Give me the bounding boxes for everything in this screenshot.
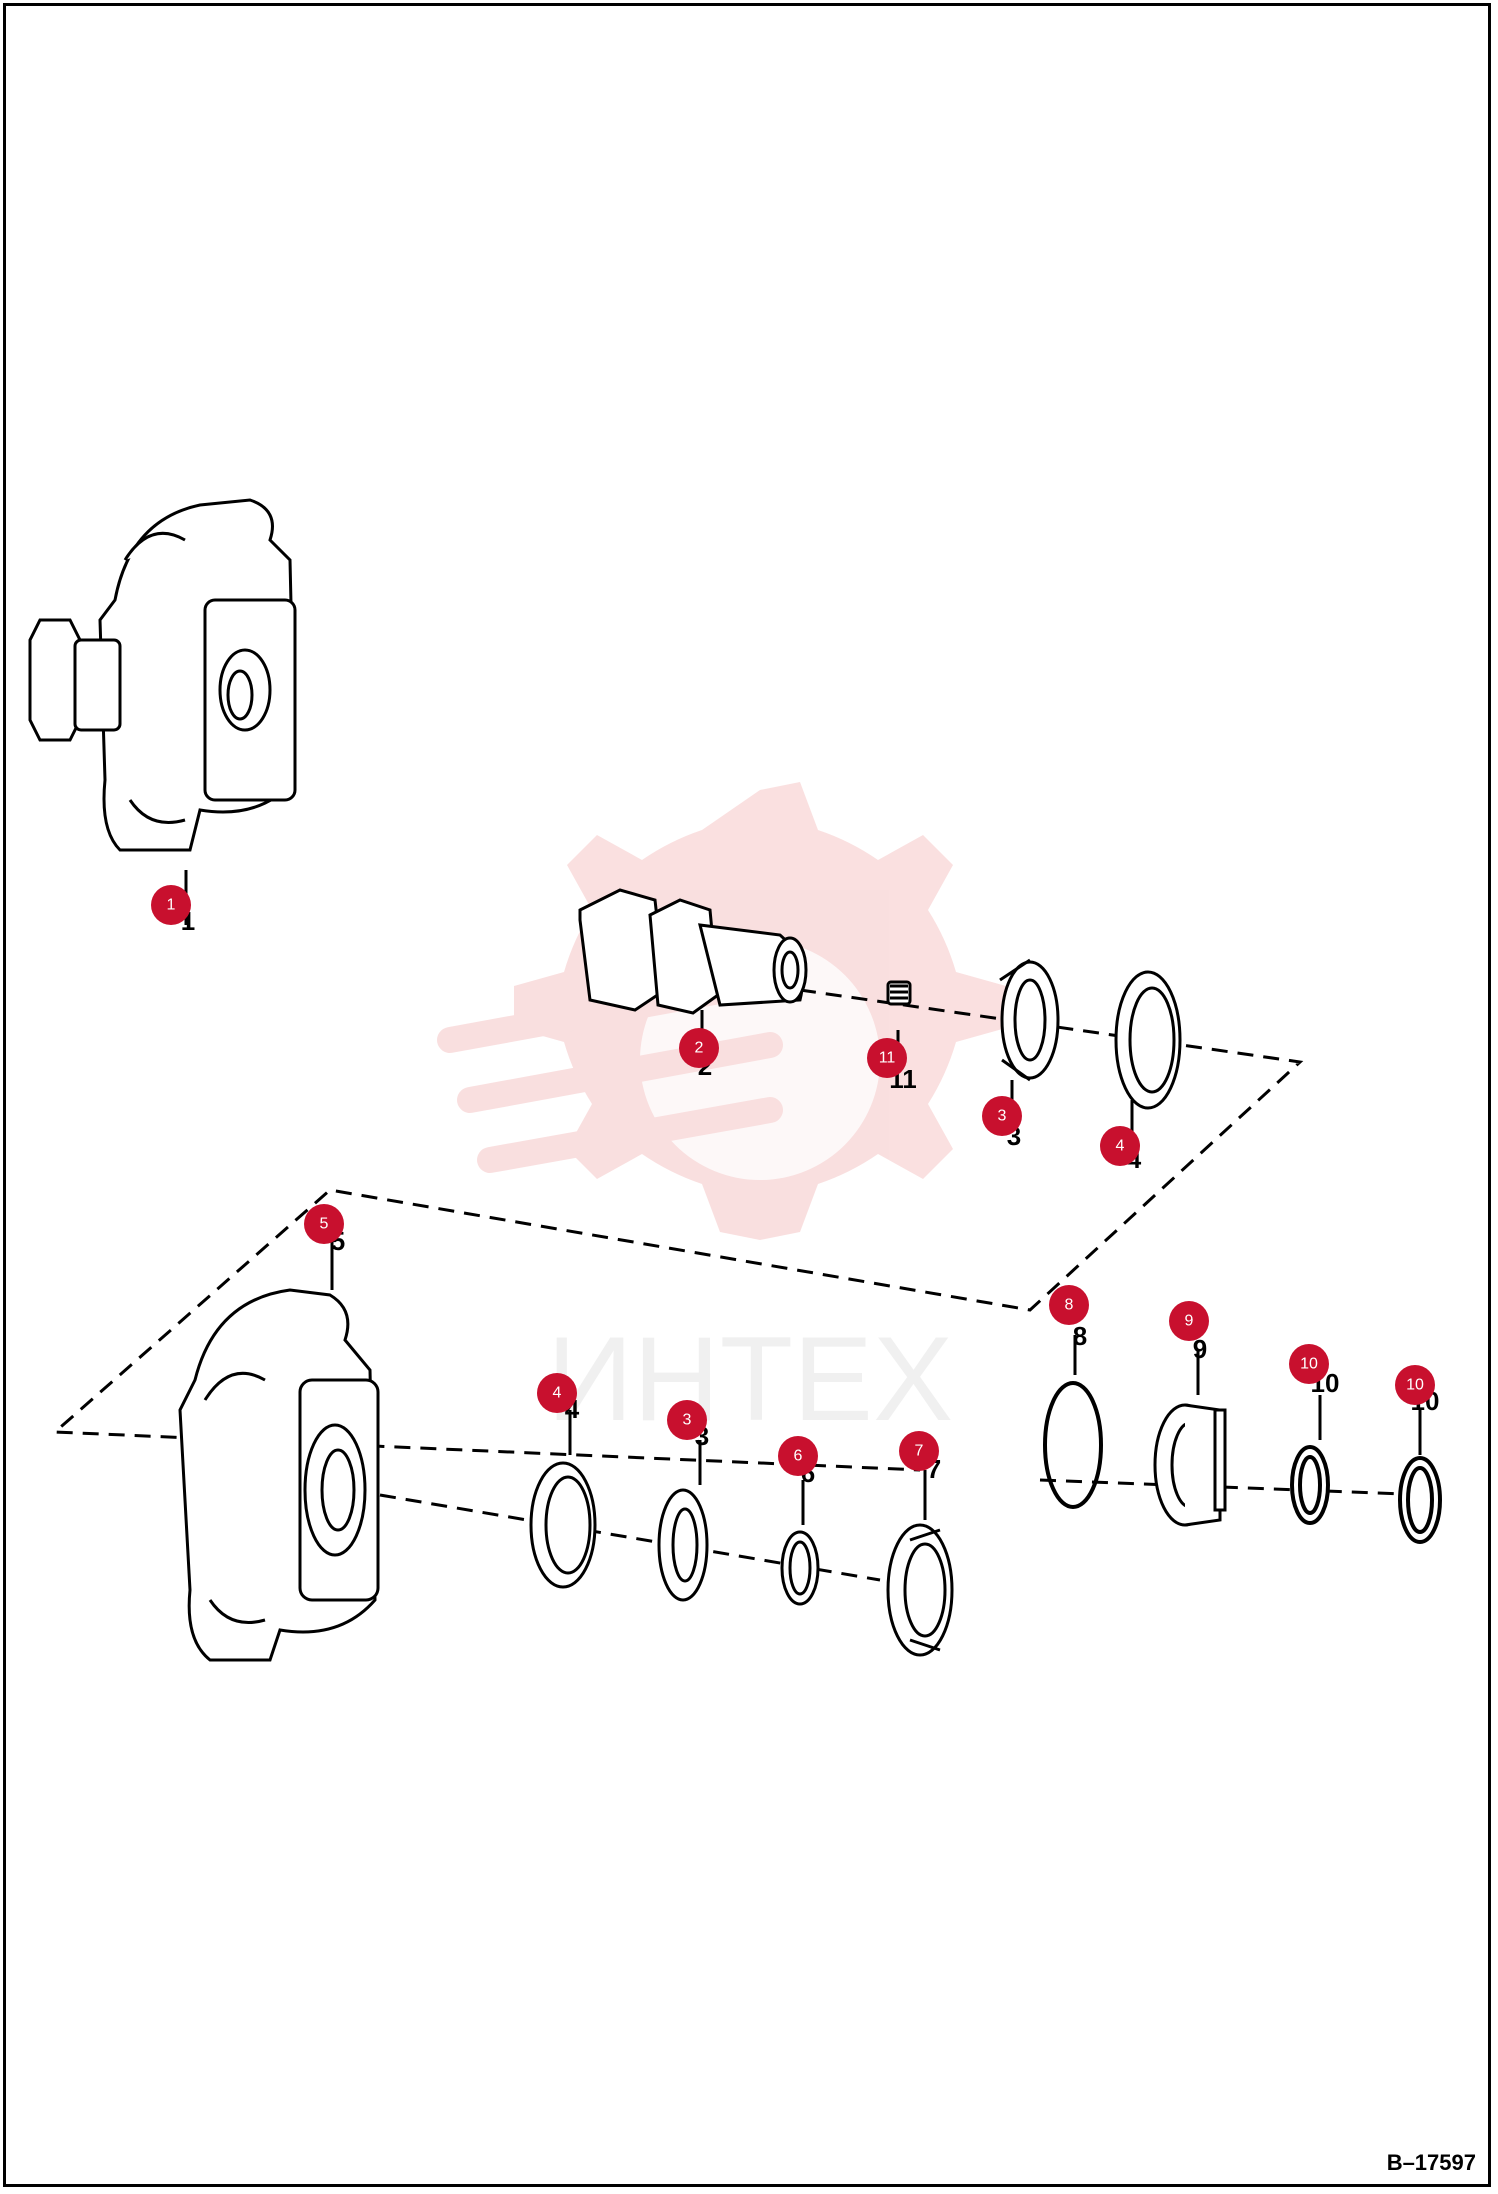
svg-text:10: 10 [1406, 1377, 1424, 1394]
callout-9[interactable]: 9 [1169, 1301, 1209, 1341]
callout-7[interactable]: 7 [899, 1431, 939, 1471]
part-3-bearing-cone-upper [999, 958, 1060, 1082]
part-6-o-ring [780, 1530, 820, 1606]
part-4-bearing-cup-upper [1114, 970, 1182, 1110]
svg-text:2: 2 [695, 1040, 704, 1057]
svg-text:4: 4 [1116, 1138, 1125, 1155]
callout-2[interactable]: 2 [679, 1028, 719, 1068]
svg-text:11: 11 [879, 1050, 896, 1067]
part-2-shaft-sprocket [578, 888, 808, 1015]
svg-text:6: 6 [794, 1448, 803, 1465]
drawing-reference-code: B–17597 [1386, 2150, 1476, 2175]
callout-8[interactable]: 8 [1049, 1285, 1089, 1325]
svg-text:3: 3 [998, 1108, 1007, 1125]
callout-markers[interactable]: 1 2 11 3 4 5 8 9 10 10 4 3 6 7 [151, 885, 1435, 1476]
part-10-ring-b [1398, 1456, 1442, 1544]
svg-text:8: 8 [1065, 1297, 1074, 1314]
part-7-seal [886, 1523, 954, 1657]
part-5-housing [178, 1288, 380, 1662]
watermark-text: ИНТЕХ [547, 1312, 953, 1446]
part-10-ring-a [1290, 1445, 1330, 1525]
callout-1[interactable]: 1 [151, 885, 191, 925]
watermark-logo: ИНТЕХ [437, 782, 1006, 1446]
callout-4-lower[interactable]: 4 [537, 1373, 577, 1413]
drawing-frame [3, 3, 1491, 2187]
callout-5[interactable]: 5 [304, 1204, 344, 1244]
part-number-8: 8 [1073, 1321, 1087, 1351]
svg-text:7: 7 [915, 1443, 924, 1460]
callout-6[interactable]: 6 [778, 1436, 818, 1476]
part-11-spring [886, 980, 912, 1006]
callout-3-upper[interactable]: 3 [982, 1096, 1022, 1136]
callout-10b[interactable]: 10 [1395, 1365, 1435, 1405]
callout-4-upper[interactable]: 4 [1100, 1126, 1140, 1166]
svg-text:4: 4 [553, 1385, 562, 1402]
svg-text:9: 9 [1185, 1313, 1194, 1330]
callout-10a[interactable]: 10 [1289, 1344, 1329, 1384]
svg-text:5: 5 [320, 1216, 329, 1233]
svg-text:3: 3 [683, 1412, 692, 1429]
svg-text:1: 1 [167, 897, 176, 914]
svg-text:10: 10 [1300, 1356, 1318, 1373]
part-number-9: 9 [1193, 1334, 1207, 1364]
callout-11[interactable]: 11 [867, 1038, 907, 1078]
part-1-drive-motor-assembly [28, 498, 297, 852]
part-4-bearing-cup-lower [529, 1461, 597, 1589]
part-8-o-ring-large [1043, 1381, 1103, 1509]
part-9-hub-assembly [1153, 1403, 1227, 1527]
part-3-bearing-cone-lower [657, 1488, 709, 1602]
callout-3-lower[interactable]: 3 [667, 1400, 707, 1440]
